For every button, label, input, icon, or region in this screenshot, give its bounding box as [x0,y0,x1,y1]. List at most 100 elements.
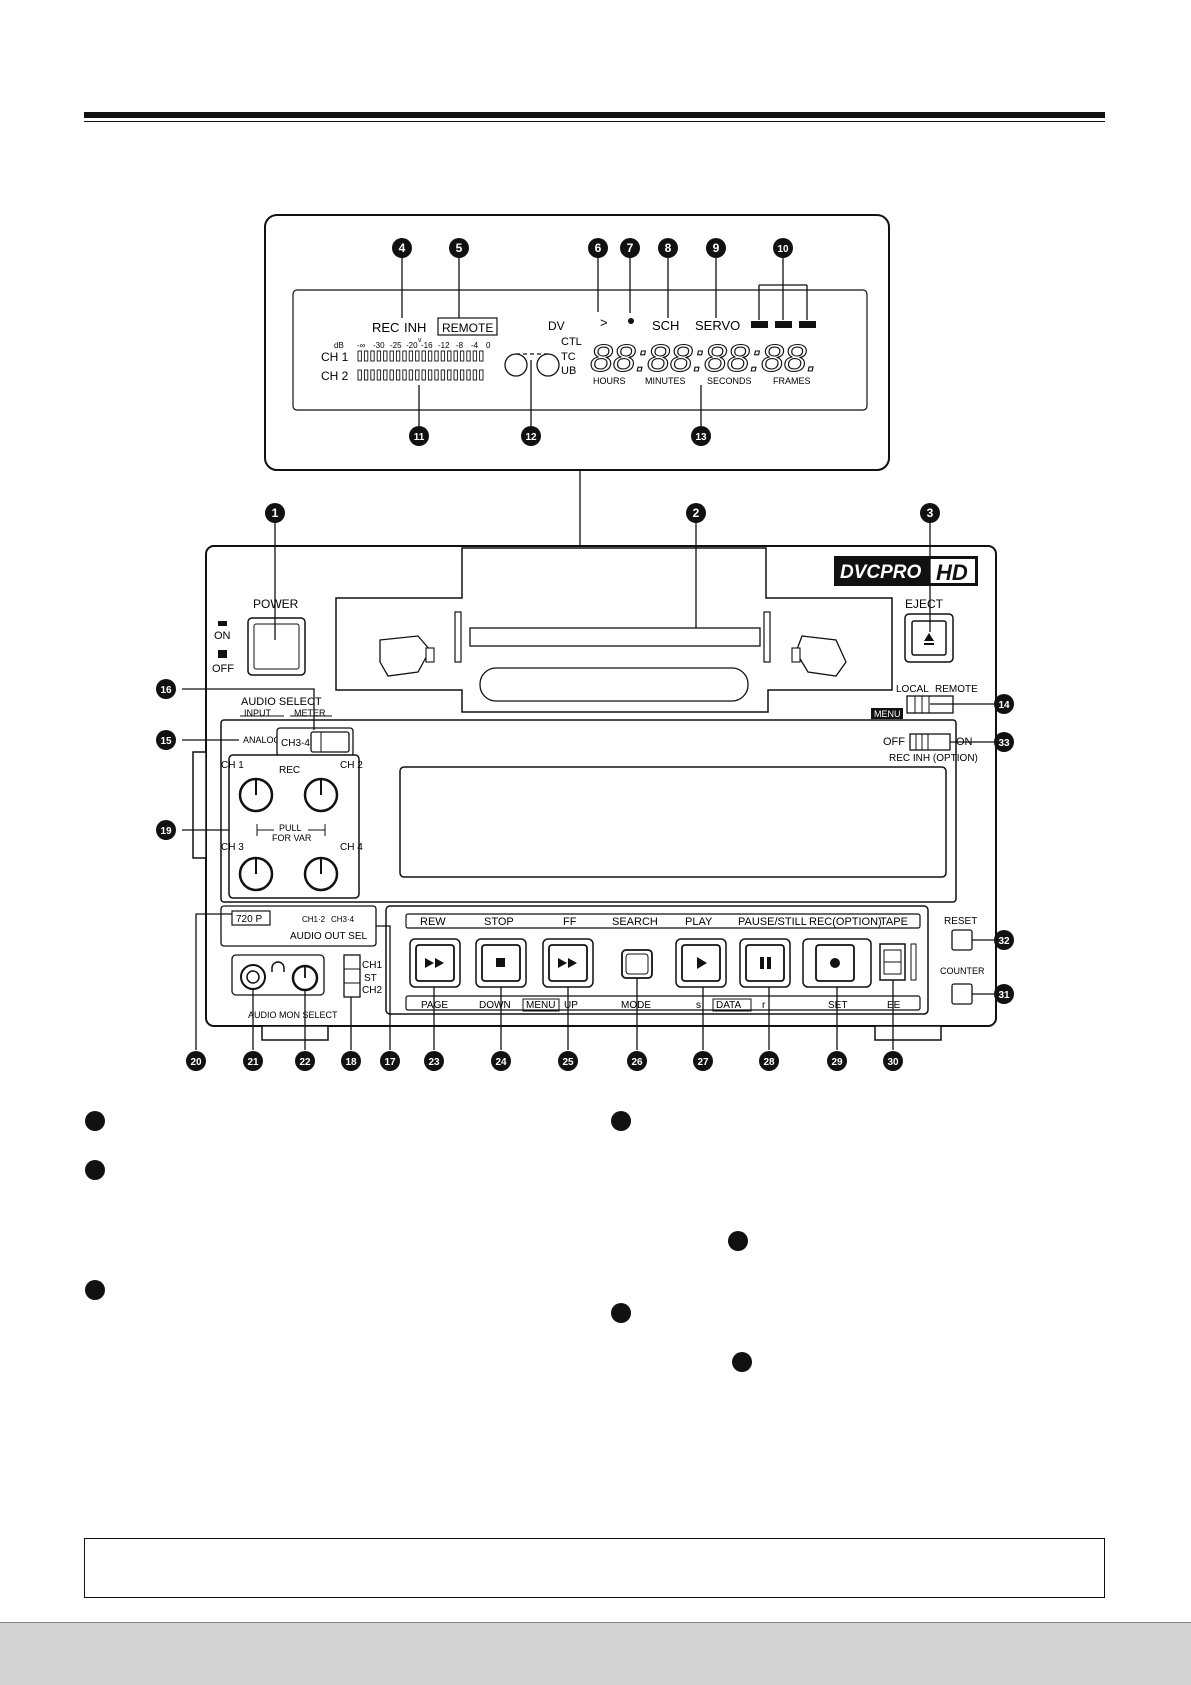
svg-text:25: 25 [562,1057,574,1068]
lcd-meter-segment [395,369,401,381]
callout-badge-2: 2 [686,503,706,523]
rec-level-knobs: CH 1 REC CH 2 PULL FOR VAR CH 3 CH 4 [221,754,363,899]
callout-badge-9: 9 [706,238,726,258]
local-label: LOCAL [896,684,929,695]
play-button[interactable] [675,938,727,988]
svg-text:20: 20 [190,1057,202,1068]
svg-text:32: 32 [998,936,1010,947]
cassette-slot [335,547,893,713]
lcd-meter-segment [453,369,458,381]
svg-text:23: 23 [428,1057,440,1068]
transport-bottom-label: EE [887,1000,901,1011]
audio-mon-st: ST [364,973,377,984]
lcd-inh-caret: v [418,337,422,344]
lcd-meter-segment [408,369,414,381]
lcd-seconds-label: SECONDS [707,376,752,386]
lcd-ch2-label: CH 2 [321,369,349,383]
eject-label: EJECT [905,597,944,611]
lcd-meter-segment [415,350,420,362]
callout-badge-18: 18 [341,1051,361,1071]
lcd-meter-segment [459,350,465,362]
play-icon [697,957,707,969]
audio-out-ch12: CH1·2 [302,915,326,924]
callout-badge-8: 8 [658,238,678,258]
lcd-meter-segment [402,350,407,362]
lcd-dv-label: DV [548,319,565,333]
audio-out-sel-label: AUDIO OUT SEL [290,931,367,942]
callout-badge-3: 3 [920,503,940,523]
panel-callout-leaders [182,523,994,1050]
lcd-hours-label: HOURS [593,376,626,386]
rec-button[interactable] [802,938,872,988]
deck-front-panel: DVCPRO HD POWER ON OFF [192,545,997,1041]
counter-button[interactable] [951,983,973,1005]
720p-indicator: 720 P [236,914,262,925]
callout-badge-24: 24 [491,1051,511,1071]
callout-badge-19: 19 [156,820,176,840]
lcd-servo-indicator: SERVO [695,318,740,333]
callout-badge-14: 14 [994,694,1014,714]
meter-select-switch[interactable] [310,731,350,753]
lcd-inh-indicator: INH [404,320,426,335]
stop-button[interactable] [475,938,527,988]
lcd-meter-segment [357,350,362,362]
lcd-meter-segment [434,350,439,362]
analog-label: ANALOG [243,735,281,745]
lcd-scale-tick: 0 [486,341,491,350]
headphone-icon [271,961,285,972]
rec-icon [830,958,840,968]
list-bullet-right-2 [728,1231,748,1251]
lcd-meter-segment [408,350,414,362]
lcd-db-label: dB [334,341,344,350]
callout-badge-12: 12 [521,426,541,446]
lcd-meter-segment [479,350,484,362]
transport-top-label: STOP [484,916,514,928]
list-bullet-left-1 [85,1111,105,1131]
lcd-meter-segment [415,369,420,381]
lcd-meter-segment [376,369,382,381]
callout-badge-1: 1 [265,503,285,523]
callout-badge-32: 32 [994,930,1014,950]
transport-bottom-label: UP [564,1000,578,1011]
lcd-meter-segment [466,369,471,381]
audio-mon-ch1: CH1 [362,960,382,971]
svg-text:CH 2: CH 2 [340,760,363,771]
svg-text:13: 13 [695,432,707,443]
lcd-segment-bar-1 [751,321,768,328]
search-button[interactable] [621,949,653,979]
svg-text:6: 6 [595,241,602,255]
lcd-meter-segment [440,350,446,362]
svg-text:HD: HD [936,560,968,585]
lcd-cassette-icon [504,353,560,377]
callout-badge-4: 4 [392,238,412,258]
rew-button[interactable] [409,938,461,988]
svg-text:26: 26 [631,1057,643,1068]
svg-text:19: 19 [160,826,172,837]
lcd-segment-bar-3 [799,321,816,328]
svg-text:10: 10 [777,244,789,255]
callout-badge-11: 11 [409,426,429,446]
lcd-timecode-digits: 88:88:88:88. [590,338,818,380]
pause-still-button[interactable] [739,938,791,988]
transport-bottom-label: r [762,1000,766,1011]
header-rule-thick [84,112,1105,118]
lcd-meter-segment [363,350,369,362]
lcd-scale-tick: -16 [421,341,433,350]
power-on-label: ON [214,630,231,642]
svg-text:PULL: PULL [279,823,302,833]
svg-text:5: 5 [456,241,463,255]
lcd-dot-indicator [628,318,634,324]
lcd-play-mark: > [600,315,608,330]
transport-bottom-label: MODE [621,1000,651,1011]
ff-button[interactable] [542,938,594,988]
audio-mon-switch[interactable] [343,954,361,998]
stop-icon [496,958,505,967]
power-on-icon [218,621,227,626]
reset-button[interactable] [951,929,973,951]
footer-note-box [84,1538,1105,1598]
menu-label: MENU [874,709,901,719]
list-bullet-left-3 [85,1280,105,1300]
lcd-ctl-label: CTL [561,336,582,348]
